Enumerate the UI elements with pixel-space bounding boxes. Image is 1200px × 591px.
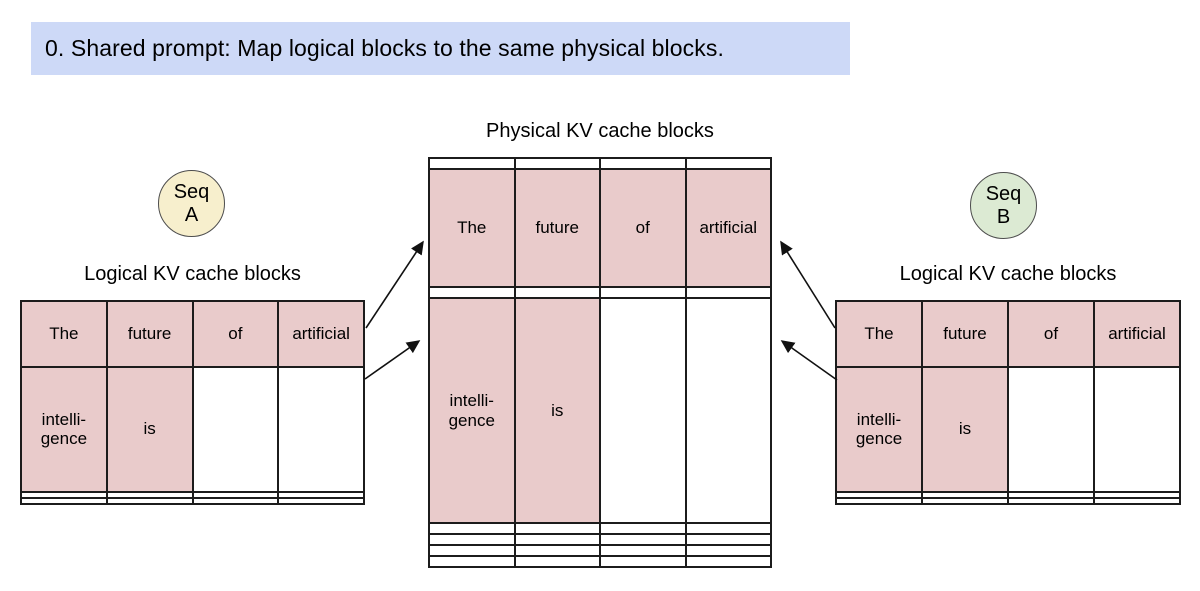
table-cell bbox=[921, 490, 1009, 499]
table-cell bbox=[1007, 490, 1095, 499]
table-cell bbox=[599, 157, 687, 170]
seq-a-table-label: Logical KV cache blocks bbox=[84, 263, 301, 285]
table-cell bbox=[513, 555, 601, 568]
table-cell bbox=[428, 286, 516, 299]
table-cell: The bbox=[835, 300, 923, 368]
table-cell bbox=[599, 296, 687, 525]
table-cell bbox=[513, 533, 601, 547]
table-cell bbox=[921, 496, 1009, 506]
physical-table-label: Physical KV cache blocks bbox=[486, 120, 714, 142]
table-cell bbox=[684, 555, 772, 568]
table-row bbox=[20, 496, 365, 506]
title-text: 0. Shared prompt: Map logical blocks to … bbox=[45, 35, 724, 61]
table-row bbox=[428, 522, 772, 536]
table-cell bbox=[684, 286, 772, 299]
arrow-seq-b-block1 bbox=[780, 340, 838, 381]
table-cell: intelli-gence bbox=[835, 365, 923, 493]
table-cell: The bbox=[428, 167, 516, 289]
table-cell bbox=[277, 365, 365, 493]
seq-b-table-label: Logical KV cache blocks bbox=[899, 263, 1117, 285]
table-cell bbox=[1093, 365, 1181, 493]
seq-a-badge-line2: A bbox=[184, 203, 199, 226]
seq-a-badge: Seq A bbox=[158, 170, 225, 237]
table-cell: The bbox=[20, 300, 108, 368]
table-cell bbox=[105, 496, 194, 506]
table-cell bbox=[835, 490, 923, 499]
table-cell: future bbox=[921, 300, 1009, 368]
table-cell: future bbox=[513, 167, 601, 289]
seq-b-badge-line2: B bbox=[996, 205, 1011, 228]
table-cell bbox=[428, 157, 516, 170]
table-cell: artificial bbox=[1093, 300, 1181, 368]
table-cell bbox=[513, 544, 601, 557]
table-cell: future bbox=[105, 300, 194, 368]
table-row bbox=[428, 157, 772, 170]
table-cell: artificial bbox=[277, 300, 365, 368]
seq-a-badge-line1: Seq bbox=[173, 181, 210, 204]
title-banner: 0. Shared prompt: Map logical blocks to … bbox=[31, 22, 850, 75]
table-cell bbox=[191, 490, 280, 499]
table-cell bbox=[599, 544, 687, 557]
table-row bbox=[20, 490, 365, 499]
table-cell bbox=[428, 522, 516, 536]
arrow-seq-a-block1 bbox=[364, 340, 421, 380]
table-cell bbox=[1093, 490, 1181, 499]
table-cell bbox=[191, 365, 280, 493]
seq-b-badge: Seq B bbox=[970, 172, 1037, 239]
table-cell bbox=[428, 555, 516, 568]
table-cell bbox=[835, 496, 923, 506]
table-cell bbox=[684, 522, 772, 536]
table-cell: intelli-gence bbox=[428, 296, 516, 525]
table-cell bbox=[191, 496, 280, 506]
table-cell: of bbox=[191, 300, 280, 368]
table-cell: intelli-gence bbox=[20, 365, 108, 493]
table-cell bbox=[105, 490, 194, 499]
table-cell bbox=[1007, 496, 1095, 506]
table-cell: artificial bbox=[684, 167, 772, 289]
table-cell bbox=[428, 544, 516, 557]
table-cell bbox=[513, 522, 601, 536]
table-cell bbox=[277, 496, 365, 506]
table-cell bbox=[20, 490, 108, 499]
table-cell bbox=[428, 533, 516, 547]
table-cell bbox=[513, 157, 601, 170]
table-cell bbox=[599, 555, 687, 568]
table-cell: is bbox=[921, 365, 1009, 493]
table-cell bbox=[599, 522, 687, 536]
arrow-seq-a-block0 bbox=[365, 240, 424, 329]
table-row bbox=[428, 286, 772, 299]
table-cell bbox=[684, 157, 772, 170]
table-cell bbox=[684, 296, 772, 525]
table-cell bbox=[599, 533, 687, 547]
table-cell bbox=[20, 496, 108, 506]
table-cell bbox=[1093, 496, 1181, 506]
table-cell bbox=[684, 544, 772, 557]
table-cell bbox=[1007, 365, 1095, 493]
arrow-seq-b-block0 bbox=[780, 240, 836, 329]
table-cell: is bbox=[105, 365, 194, 493]
table-cell bbox=[513, 286, 601, 299]
table-cell: is bbox=[513, 296, 601, 525]
table-cell bbox=[277, 490, 365, 499]
table-cell: of bbox=[599, 167, 687, 289]
table-row bbox=[428, 533, 772, 547]
table-cell: of bbox=[1007, 300, 1095, 368]
table-row bbox=[835, 496, 1181, 506]
table-row bbox=[835, 490, 1181, 499]
table-cell bbox=[599, 286, 687, 299]
table-row bbox=[428, 544, 772, 557]
table-row bbox=[428, 555, 772, 568]
table-cell bbox=[684, 533, 772, 547]
seq-b-badge-line1: Seq bbox=[985, 183, 1022, 206]
